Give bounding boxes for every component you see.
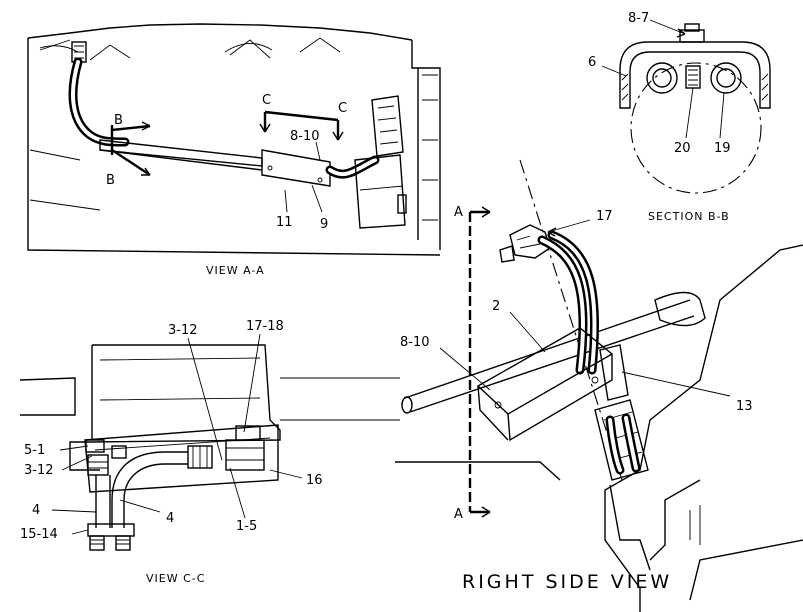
view-c-c: 3-12 17-18 5-1 3-12 16 4 4 1-5 15-14 VIE… <box>19 319 400 585</box>
callout-16: 16 <box>306 473 323 488</box>
callout-8-10: 8-10 <box>290 129 320 144</box>
callout-9: 9 <box>320 217 328 232</box>
callout-17-18: 17-18 <box>246 319 284 334</box>
view-a-a: B B C C 8-10 11 9 VIEW A-A <box>27 23 441 277</box>
callout-15-14: 15-14 <box>20 527 58 542</box>
callout-a-bottom: A <box>454 507 463 522</box>
callout-b-top: B <box>114 113 123 128</box>
callout-19: 19 <box>714 141 731 156</box>
callout-6: 6 <box>588 55 596 70</box>
callout-c-left: C <box>262 93 271 108</box>
right-side-caption: RIGHT SIDE VIEW <box>462 571 672 593</box>
callout-c-right: C <box>338 101 347 116</box>
callout-17: 17 <box>596 209 613 224</box>
callout-3-12-top: 3-12 <box>168 323 198 338</box>
callout-20: 20 <box>674 141 691 156</box>
callout-4-left: 4 <box>32 503 40 518</box>
section-b-caption: SECTION B-B <box>648 210 730 223</box>
callout-a-top: A <box>454 205 463 220</box>
callout-b-bottom: B <box>106 173 115 188</box>
callout-2: 2 <box>492 299 500 314</box>
view-c-caption: VIEW C-C <box>146 572 205 585</box>
callout-1-5: 1-5 <box>236 519 257 534</box>
callout-4-right: 4 <box>166 511 174 526</box>
callout-3-12-left: 3-12 <box>24 463 54 478</box>
callout-5-1: 5-1 <box>24 443 45 458</box>
right-side-view: A A 17 2 8-10 13 RIGHT SIDE VIEW <box>395 159 803 612</box>
callout-11: 11 <box>276 215 293 230</box>
view-a-caption: VIEW A-A <box>206 264 265 277</box>
section-b-b: 8-7 6 20 19 SECTION B-B <box>588 11 771 223</box>
callout-13: 13 <box>736 399 753 414</box>
callout-8-7: 8-7 <box>628 11 649 26</box>
callout-8-10-right: 8-10 <box>400 335 430 350</box>
